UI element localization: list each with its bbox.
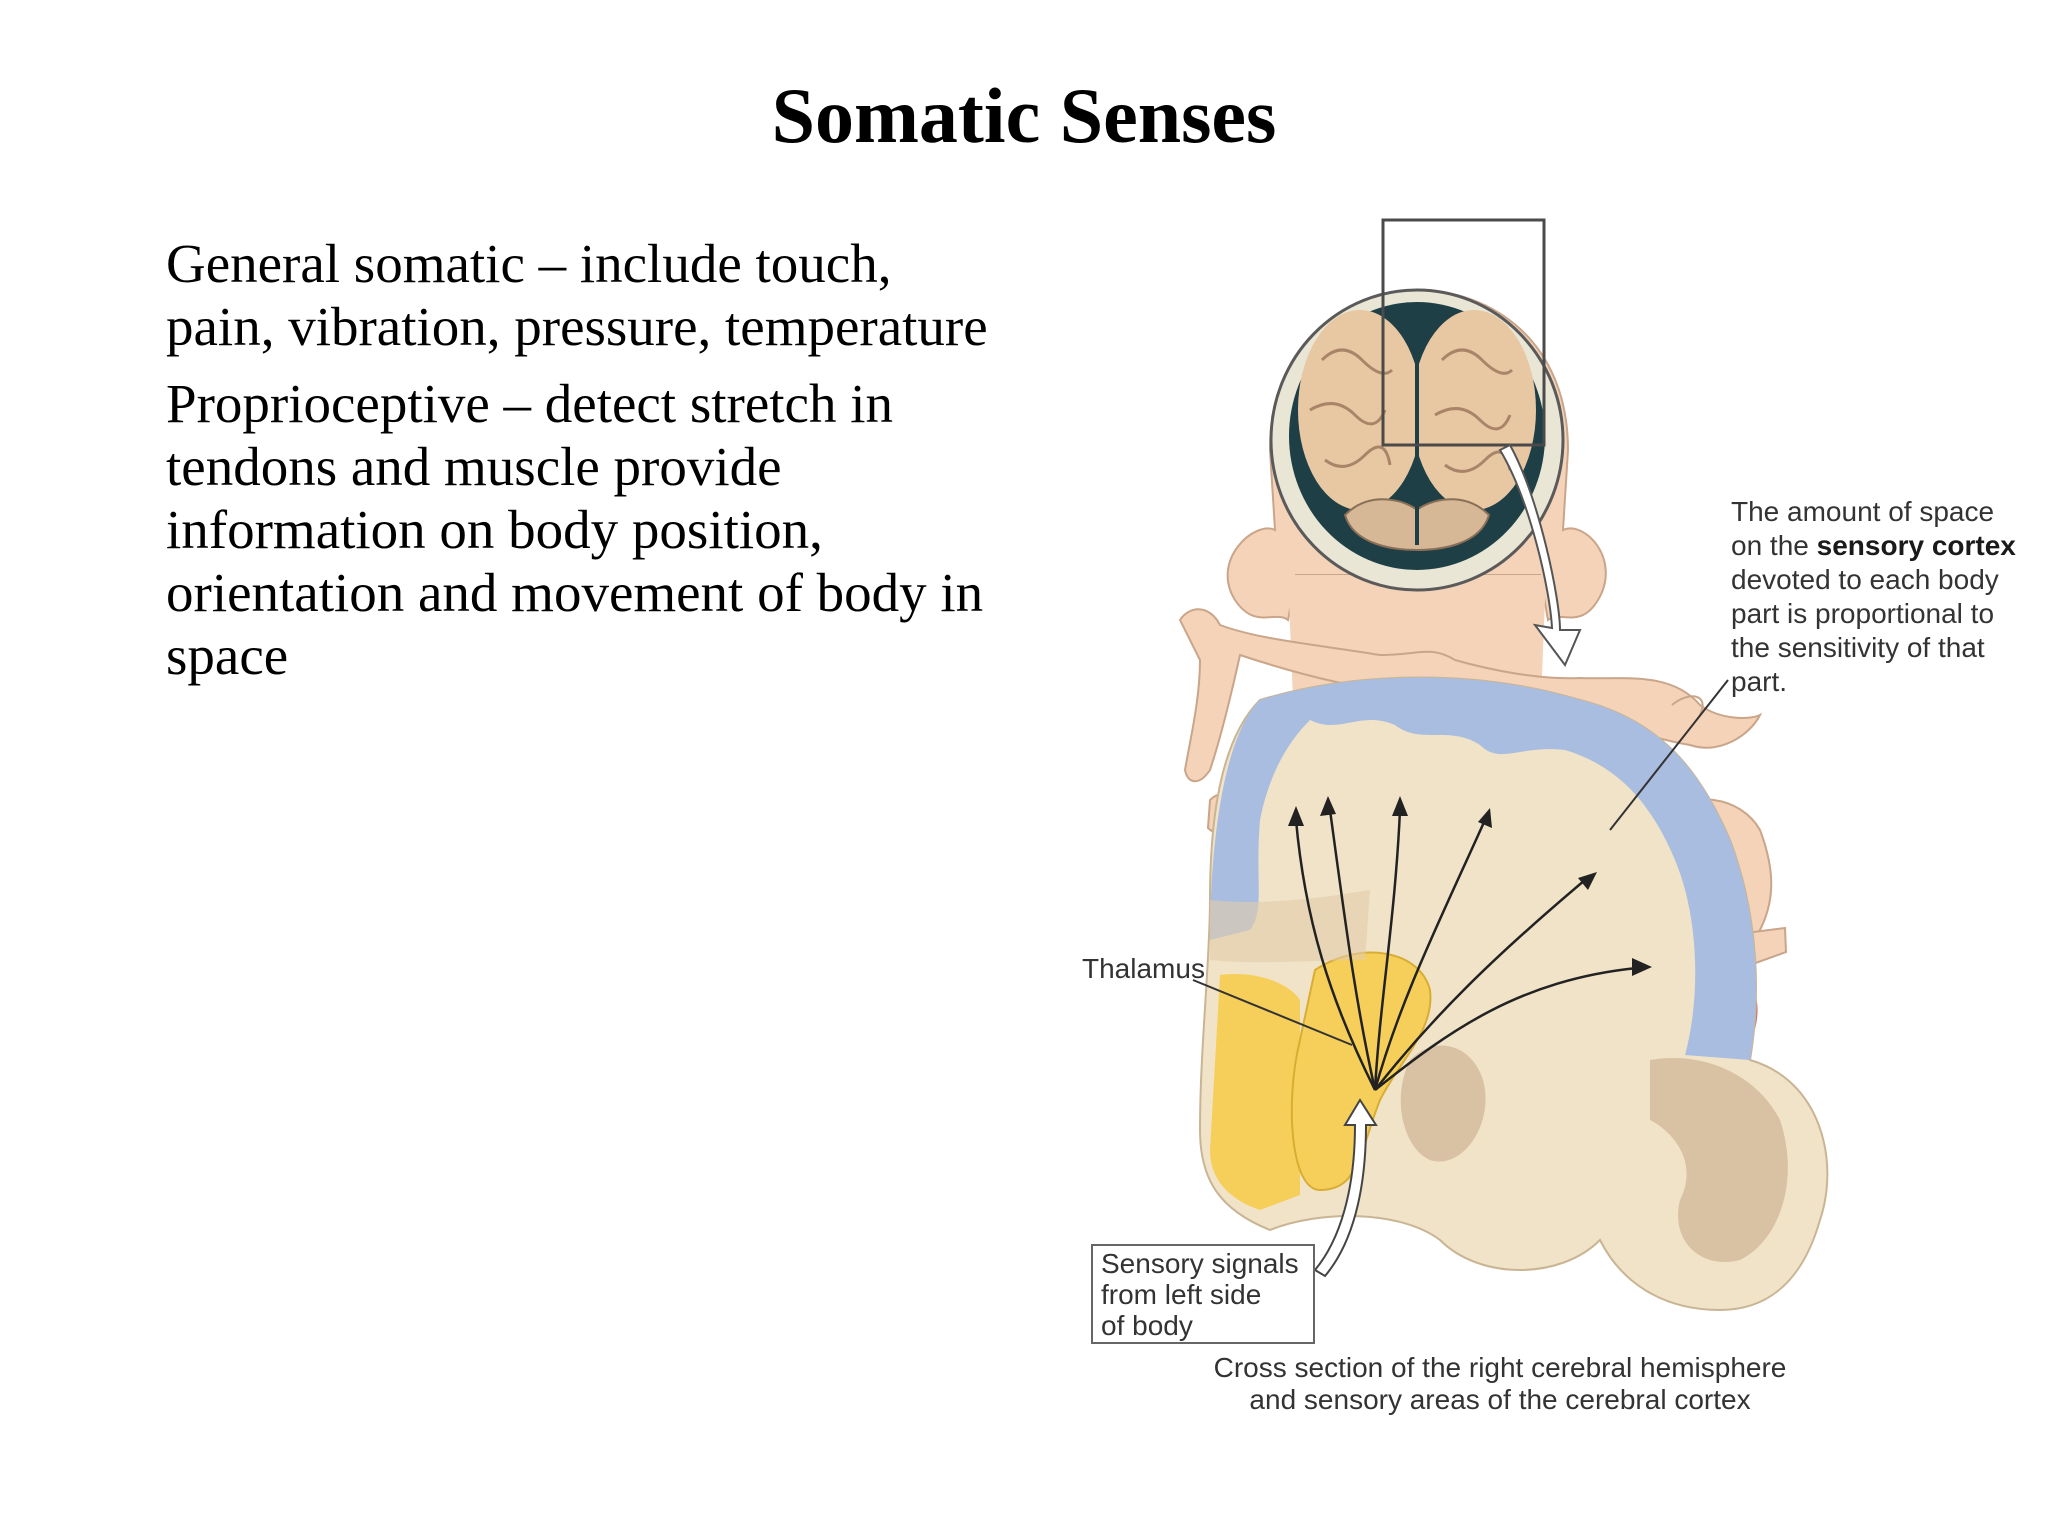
sensory-cortex-figure: The amount of space on the sensory corte… — [1060, 200, 2048, 1450]
bullet-list: General somatic – include touch, pain, v… — [166, 232, 1046, 701]
cortex-illustration — [1178, 218, 1829, 1312]
cerebral-cross-section — [1198, 676, 1829, 1312]
bullet-proprioceptive: Proprioceptive – detect stretch in tendo… — [166, 373, 984, 686]
sensory-pathway-arrows — [1294, 809, 1638, 1091]
sensory-signals-label: Sensory signals from left side of body — [1091, 1244, 1315, 1344]
head-back-view — [1226, 288, 1607, 775]
note-prefix: The amount of space on the — [1731, 496, 1995, 561]
sensory-cortex-note: The amount of space on the sensory corte… — [1731, 495, 2048, 699]
slide-title: Somatic Senses — [771, 72, 1277, 159]
note-suffix: devoted to each body part is proportiona… — [1731, 564, 1999, 697]
bullet-general-somatic: General somatic – include touch, pain, v… — [166, 233, 988, 357]
note-leader-line — [1609, 679, 1729, 831]
zoom-arrow — [1498, 443, 1582, 667]
thalamus-leader-line — [1192, 979, 1353, 1046]
incoming-signal-arrow — [1313, 1098, 1378, 1278]
note-bold-term: sensory cortex — [1816, 530, 2016, 561]
thalamus-label: Thalamus — [1082, 953, 1205, 984]
pathway-arrowheads — [1288, 796, 1652, 976]
inset-frame — [1381, 218, 1546, 447]
figure-caption: Cross section of the right cerebral hemi… — [1213, 1352, 1787, 1415]
